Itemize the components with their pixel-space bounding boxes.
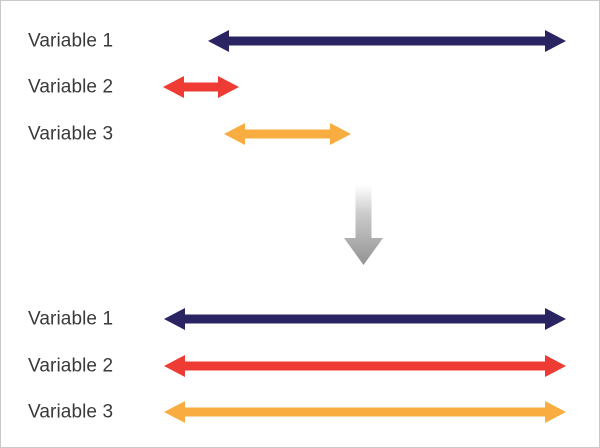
arrowhead-left: [163, 76, 239, 98]
bottom-arrow-variable-3: [164, 401, 566, 423]
arrowhead-left: [164, 401, 566, 423]
arrowhead-left: [208, 30, 566, 52]
bottom-row-label-variable-1: Variable 1: [28, 308, 114, 330]
top-row-label-variable-3: Variable 3: [28, 123, 114, 145]
bottom-row-label-variable-2: Variable 2: [28, 355, 114, 377]
bottom-arrow-variable-1: [164, 308, 566, 330]
top-arrow-variable-1: [208, 30, 566, 52]
top-arrow-variable-2: [163, 76, 239, 98]
top-row-label-variable-1: Variable 1: [28, 30, 114, 52]
bottom-row-label-variable-3: Variable 3: [28, 401, 114, 423]
arrowhead-left: [224, 123, 351, 145]
down-arrow-gradient-icon: [344, 185, 383, 265]
bottom-arrow-variable-2: [164, 355, 566, 377]
arrowhead-left: [164, 308, 566, 330]
top-row-label-variable-2: Variable 2: [28, 76, 114, 98]
top-arrow-variable-3: [224, 123, 351, 145]
arrowhead-left: [164, 355, 566, 377]
